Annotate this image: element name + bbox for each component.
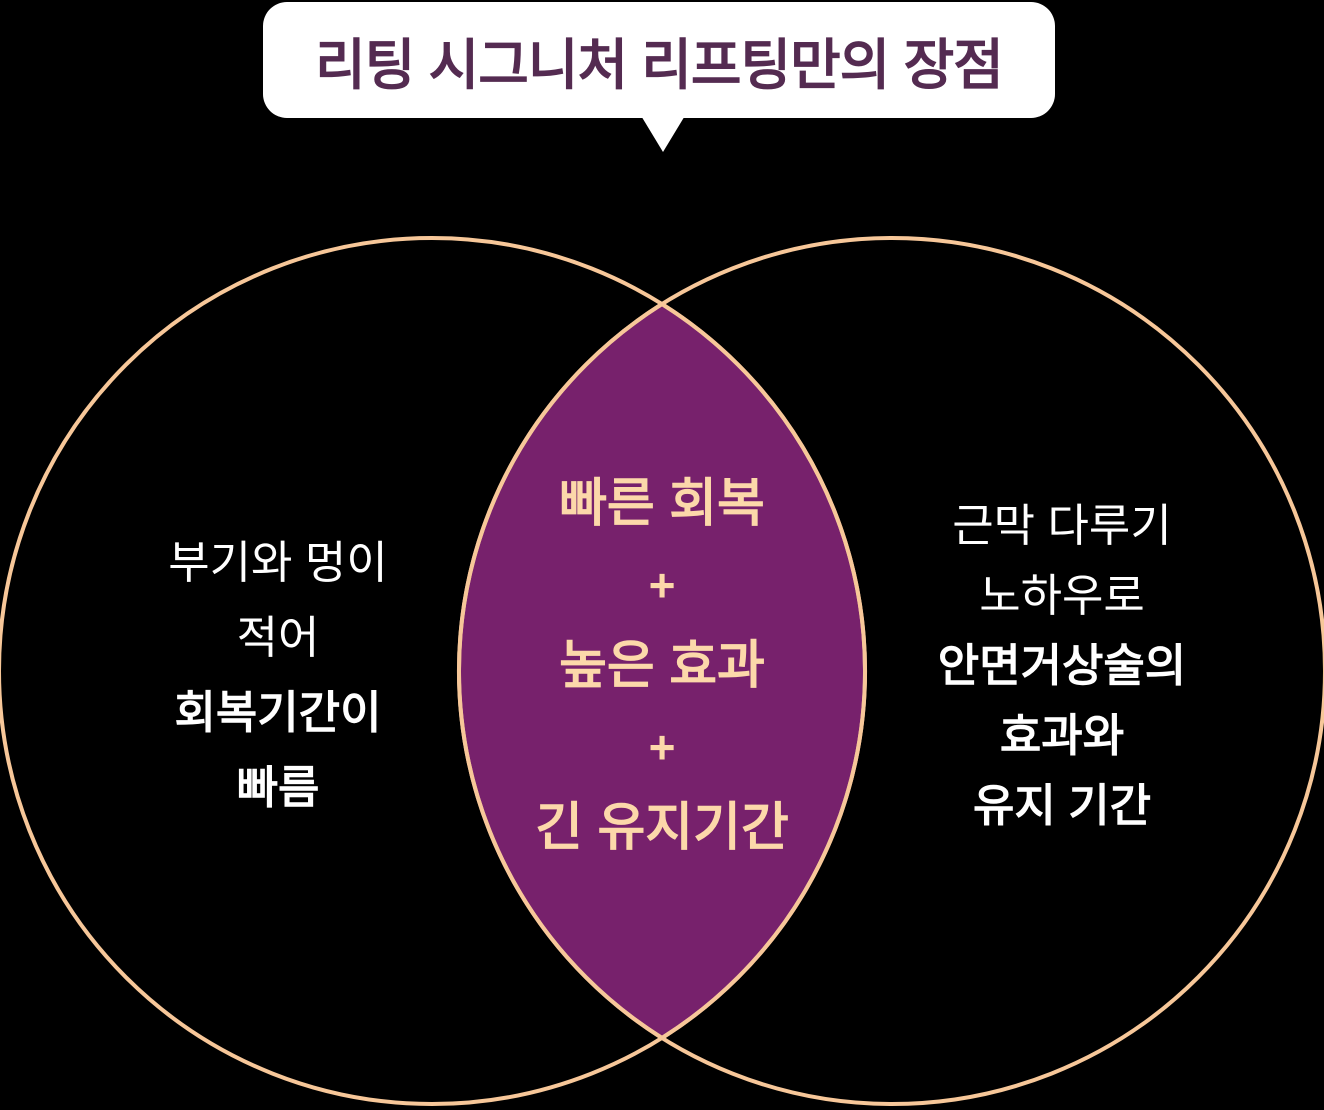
intersection-label: 빠른 회복 + 높은 효과 + 긴 유지기간 (437, 464, 887, 869)
page-title: 리팅 시그니처 리프팅만의 장점 (315, 34, 1004, 96)
label-line: 효과와 (999, 710, 1125, 761)
label-line: 긴 유지기간 (535, 799, 789, 857)
speech-bubble-tail-icon (640, 114, 686, 152)
right-circle (457, 236, 1324, 1106)
title-bubble: 리팅 시그니처 리프팅만의 장점 (263, 2, 1055, 118)
label-line: 유지 기간 (972, 780, 1152, 831)
label-line: 높은 효과 (559, 637, 765, 695)
label-line: 부기와 멍이 (168, 537, 388, 588)
left-circle (0, 236, 867, 1106)
right-circle-label: 근막 다루기 노하우로 안면거상술의 효과와 유지 기간 (862, 491, 1262, 841)
label-line: 안면거상술의 (937, 640, 1187, 691)
label-line: 근막 다루기 (952, 500, 1172, 551)
label-line: 빠름 (236, 762, 320, 813)
label-line: 적어 (236, 612, 320, 663)
label-line: 노하우로 (979, 570, 1145, 621)
left-circle-label: 부기와 멍이 적어 회복기간이 빠름 (78, 525, 478, 825)
plus-sign: + (648, 559, 676, 611)
label-line: 회복기간이 (174, 687, 382, 738)
label-line: 빠른 회복 (559, 475, 765, 533)
plus-sign: + (648, 721, 676, 773)
